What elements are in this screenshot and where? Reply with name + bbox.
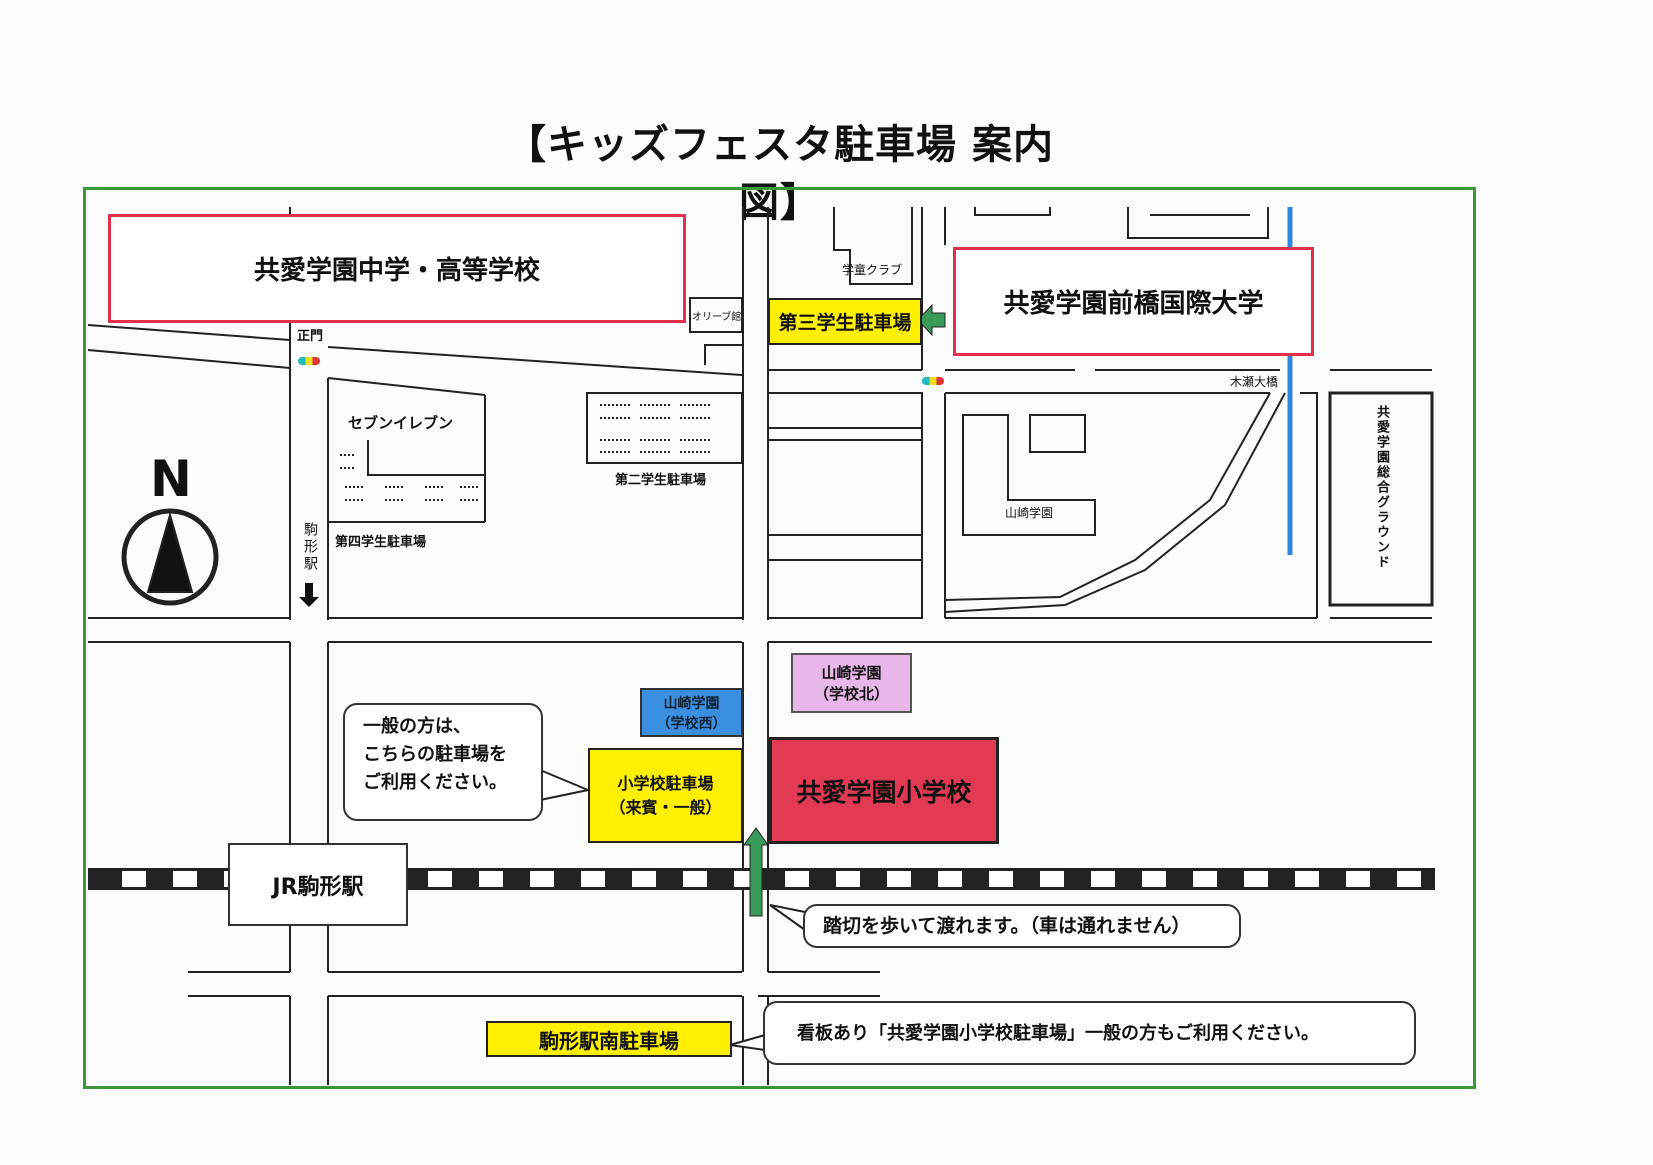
callout-line: こちらの駐車場を xyxy=(363,743,507,765)
railway-tie xyxy=(581,871,605,887)
railway-tie xyxy=(1040,871,1064,887)
railway-tie xyxy=(479,871,503,887)
railway-tie xyxy=(1295,871,1319,887)
yamazaki-north: 山崎学園 （学校北） xyxy=(791,653,912,713)
label: （学校北） xyxy=(813,685,889,703)
railway-tie xyxy=(989,871,1013,887)
label: 駒形駅南駐車場 xyxy=(539,1028,679,1053)
railway-tie xyxy=(530,871,554,887)
railway-tie xyxy=(1142,871,1166,887)
map-frame xyxy=(83,187,1476,1089)
yamazaki-gakuen-label: 山崎学園 xyxy=(1005,506,1054,520)
kyoai-ground-label: 共愛学園総合グラウンド xyxy=(1374,405,1389,570)
railway-tie xyxy=(1397,871,1421,887)
seven-eleven-label: セブンイレブン xyxy=(348,414,454,432)
label: 第三学生駐車場 xyxy=(778,312,912,334)
callout-line: 一般の方は、 xyxy=(363,716,471,737)
kise-bridge-label: 木瀬大橋 xyxy=(1230,375,1279,389)
north-icon: N xyxy=(150,450,192,508)
komagata-south-parking[interactable]: 駒形駅南駐車場 xyxy=(486,1021,732,1057)
railway-tie xyxy=(836,871,860,887)
railway-tie xyxy=(122,871,146,887)
parking-3[interactable]: 第三学生駐車場 xyxy=(768,298,922,345)
parking-4-label: 第四学生駐車場 xyxy=(335,535,427,550)
callout-line: ご利用ください。 xyxy=(363,771,507,793)
railway-tie xyxy=(887,871,911,887)
railway-tie xyxy=(683,871,707,887)
railway-tie xyxy=(1346,871,1370,887)
label: 小学校駐車場 xyxy=(617,773,714,793)
elementary-parking[interactable]: 小学校駐車場 （来賓・一般） xyxy=(588,748,743,843)
railway-tie xyxy=(632,871,656,887)
kyoai-elementary-school: 共愛学園小学校 xyxy=(769,737,999,844)
crossing-callout: 踏切を歩いて渡れます。（車は通れません） xyxy=(803,904,1241,948)
railway-tie xyxy=(173,871,197,887)
railway-tie xyxy=(938,871,962,887)
label: （来賓・一般） xyxy=(609,797,722,817)
label: 山崎学園 xyxy=(821,664,882,682)
komagata-station-direction-label: 駒形駅 xyxy=(302,522,318,573)
jr-komagata-station: JR駒形駅 xyxy=(228,843,408,926)
label: 山崎学園 xyxy=(663,695,720,712)
kyoai-university: 共愛学園前橋国際大学 xyxy=(953,247,1314,356)
signboard-callout: 看板あり「共愛学園小学校駐車場」一般の方もご利用ください。 xyxy=(763,1001,1416,1065)
gakudo-club-label: 学童クラブ xyxy=(842,263,903,277)
label: 共愛学園小学校 xyxy=(796,777,972,807)
main-gate-label: 正門 xyxy=(297,329,324,344)
label: （学校西） xyxy=(656,715,727,732)
general-visitors-callout: 一般の方は、こちらの駐車場をご利用ください。 xyxy=(343,703,543,821)
railway-tie xyxy=(785,871,809,887)
kyoai-junior-high-school: 共愛学園中学・高等学校 xyxy=(108,214,686,323)
railway-tie xyxy=(428,871,452,887)
railway-tie xyxy=(1244,871,1268,887)
railway-tie xyxy=(1091,871,1115,887)
railway-tie xyxy=(1193,871,1217,887)
label: JR駒形駅 xyxy=(272,874,364,900)
traffic-signal-icon xyxy=(922,377,944,385)
yamazaki-west: 山崎学園 （学校西） xyxy=(640,688,743,737)
traffic-signal-icon xyxy=(298,357,320,365)
label: 共愛学園前橋国際大学 xyxy=(1003,289,1264,319)
label: 共愛学園中学・高等学校 xyxy=(253,256,540,286)
olive-hall-label: オリーブ館 xyxy=(692,312,742,323)
parking-2-label: 第二学生駐車場 xyxy=(615,473,707,488)
